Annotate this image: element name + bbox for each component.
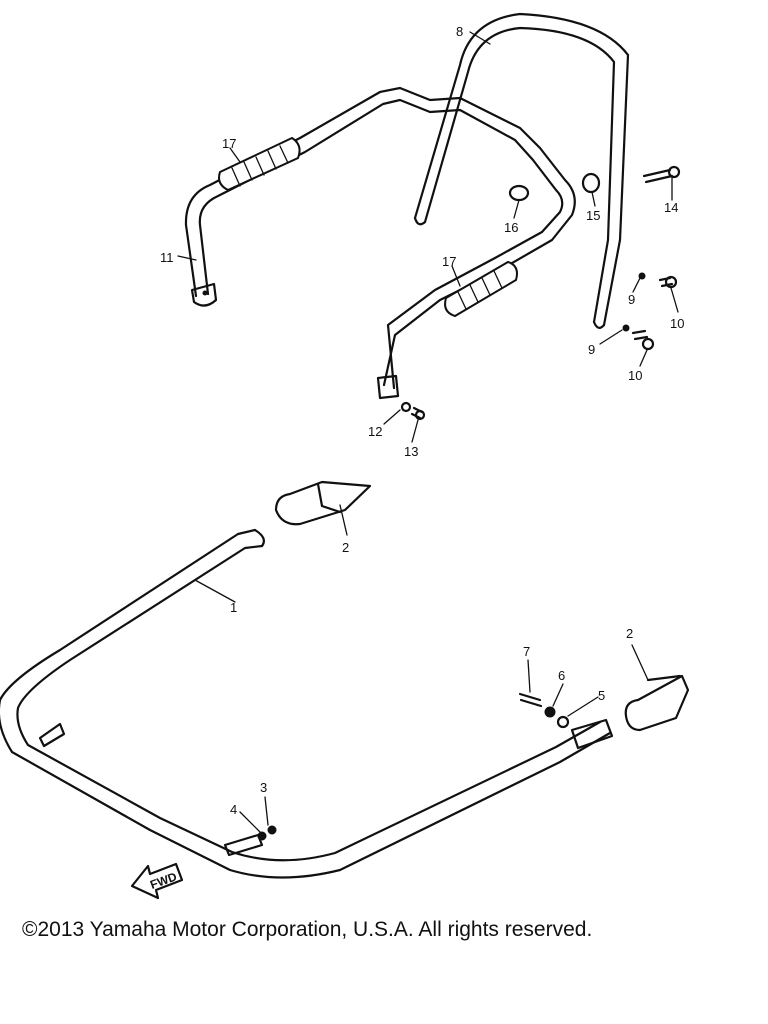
copyright-notice: ©2013 Yamaha Motor Corporation, U.S.A. A… xyxy=(22,918,593,941)
callout-12: 12 xyxy=(368,424,382,439)
callout-3: 3 xyxy=(260,780,267,795)
part-17-grip-left xyxy=(218,136,301,192)
callout-15: 15 xyxy=(586,208,600,223)
callout-7: 7 xyxy=(523,644,530,659)
callout-2-lower: 2 xyxy=(626,626,633,641)
callout-10-upper: 10 xyxy=(670,316,684,331)
callout-11: 11 xyxy=(160,250,174,265)
hardware-upper xyxy=(400,165,681,421)
forward-direction-arrow: FWD xyxy=(130,862,184,900)
callout-10-lower: 10 xyxy=(628,368,642,383)
callout-labels: 1 2 2 3 4 5 6 7 8 9 9 10 10 11 12 13 14 … xyxy=(160,24,684,817)
callout-1: 1 xyxy=(230,600,237,615)
part-1-bumper xyxy=(0,528,614,879)
part-17-grip-right xyxy=(444,260,518,318)
callout-9-lower: 9 xyxy=(588,342,595,357)
callout-9-upper: 9 xyxy=(628,292,635,307)
part-2-end-cap-upper xyxy=(274,480,372,526)
callout-2-upper: 2 xyxy=(342,540,349,555)
callout-14: 14 xyxy=(664,200,678,215)
leader-lines xyxy=(177,31,679,833)
callout-17-left: 17 xyxy=(222,136,236,151)
part-8-rear-loop-bar xyxy=(413,12,630,329)
callout-5: 5 xyxy=(598,688,605,703)
part-11-left-grab-bar xyxy=(184,86,576,400)
callout-16: 16 xyxy=(504,220,518,235)
hardware-lower xyxy=(257,692,570,841)
part-2-end-cap-lower xyxy=(624,674,690,732)
callout-6: 6 xyxy=(558,668,565,683)
callout-4: 4 xyxy=(230,802,237,817)
callout-13: 13 xyxy=(404,444,418,459)
callout-8: 8 xyxy=(456,24,463,39)
callout-17-right: 17 xyxy=(442,254,456,269)
